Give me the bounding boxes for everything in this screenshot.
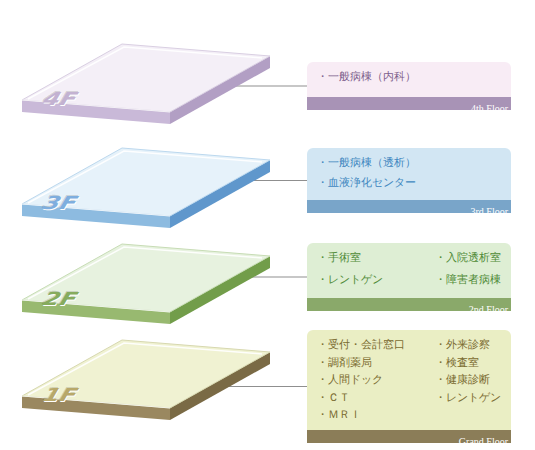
slab-graphic	[22, 44, 270, 124]
floor-name: Grand Floor	[459, 435, 511, 448]
item-list: ・一般病棟（内科）	[307, 62, 511, 97]
floor-slab: 3F	[22, 148, 270, 228]
department-item: ・ＭＲＩ	[317, 407, 435, 424]
floor-slab: 4F	[22, 44, 270, 124]
leader-line	[252, 277, 307, 278]
department-item: ・レントゲン	[435, 390, 505, 407]
floor-name-bar: 2nd Floor	[307, 298, 511, 311]
floor-slab: 1F	[22, 340, 270, 420]
department-item: ・障害者病棟	[435, 272, 505, 293]
department-item: ・一般病棟（透析）	[317, 155, 505, 174]
floor-info-panel: ・一般病棟（内科） 4th Floor	[307, 62, 511, 110]
slab-top-face	[22, 244, 270, 312]
floor-number: 1F	[41, 385, 80, 405]
slab-top-face	[22, 340, 270, 408]
slab-top-face	[22, 44, 270, 112]
slab-graphic	[22, 244, 270, 324]
floor-name-bar: 3rd Floor	[307, 200, 511, 213]
item-list: ・一般病棟（透析）・血液浄化センター	[307, 148, 511, 200]
floor-name-bar: Grand Floor	[307, 430, 511, 443]
department-item: ・血液浄化センター	[317, 175, 505, 194]
department-item: ・入院透析室	[435, 250, 505, 271]
leader-line	[253, 180, 307, 181]
floor-number: 2F	[41, 289, 80, 309]
floor-name: 2nd Floor	[469, 303, 511, 316]
department-item: ・ＣＴ	[317, 390, 435, 407]
department-item: ・検査室	[435, 355, 505, 372]
floor-slab: 2F	[22, 244, 270, 324]
department-item: ・外来診察	[435, 337, 505, 354]
department-item: ・受付・会計窓口	[317, 337, 435, 354]
department-item: ・調剤薬局	[317, 355, 435, 372]
department-item: ・一般病棟（内科）	[317, 69, 505, 91]
floor-info-panel: ・一般病棟（透析）・血液浄化センター3rd Floor	[307, 148, 511, 213]
item-list: ・受付・会計窓口・外来診察・調剤薬局・検査室・人間ドック・健康診断・ＣＴ・レント…	[307, 330, 511, 430]
floor-info-panel: ・手術室・入院透析室・レントゲン・障害者病棟2nd Floor	[307, 243, 511, 311]
slab-top-face	[22, 148, 270, 216]
item-list: ・手術室・入院透析室・レントゲン・障害者病棟	[307, 243, 511, 298]
department-item: ・人間ドック	[317, 372, 435, 389]
floor-name: 4th Floor	[471, 102, 511, 115]
department-item: ・レントゲン	[317, 272, 435, 293]
slab-graphic	[22, 148, 270, 228]
department-item: ・手術室	[317, 250, 435, 271]
department-item: ・健康診断	[435, 372, 505, 389]
floor-number: 4F	[41, 89, 80, 109]
floor-info-panel: ・受付・会計窓口・外来診察・調剤薬局・検査室・人間ドック・健康診断・ＣＴ・レント…	[307, 330, 511, 443]
floor-number: 3F	[41, 193, 80, 213]
floor-name-bar: 4th Floor	[307, 97, 511, 110]
floor-name: 3rd Floor	[471, 205, 512, 218]
leader-line	[236, 86, 307, 87]
slab-graphic	[22, 340, 270, 420]
leader-line	[228, 386, 307, 387]
